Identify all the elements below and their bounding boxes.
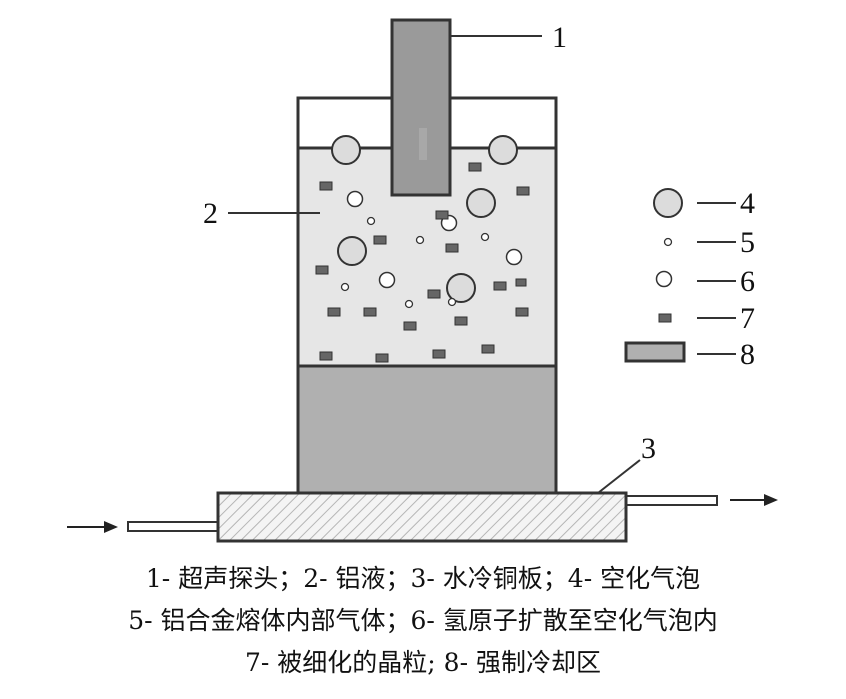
probe-highlight xyxy=(419,128,427,160)
legend-label-7: 7 xyxy=(740,302,755,335)
hydrogen-bubble xyxy=(346,190,364,208)
caption-line-3: 7- 被细化的晶粒; 8- 强制冷却区 xyxy=(245,648,601,677)
gas-bubble xyxy=(404,299,414,309)
ultrasonic-treatment-diagram: 1 2 3 4 5 6 7 8 xyxy=(67,18,778,543)
refined-grain xyxy=(327,307,341,317)
refined-grain xyxy=(375,353,389,363)
legend-cooling-zone-symbol xyxy=(624,341,686,363)
hydrogen-bubble xyxy=(505,248,523,266)
gas-bubble xyxy=(480,232,490,242)
legend-label-5: 5 xyxy=(740,226,755,259)
cavitation-bubble xyxy=(466,188,496,218)
gas-bubble xyxy=(340,282,350,292)
label-3: 3 xyxy=(641,432,656,465)
legend-gas-bubble-symbol xyxy=(663,237,673,247)
cavitation-bubble xyxy=(331,135,361,165)
legend-label-4: 4 xyxy=(740,187,755,220)
label-1: 1 xyxy=(552,21,567,54)
leader-line-3 xyxy=(597,459,641,494)
refined-grain xyxy=(315,265,329,275)
cavitation-bubble xyxy=(337,236,367,266)
legend-label-6: 6 xyxy=(740,265,755,298)
refined-grain xyxy=(468,162,482,172)
hydrogen-bubble xyxy=(378,271,396,289)
legend: 4 5 6 7 8 xyxy=(624,187,755,371)
forced-cooling-zone xyxy=(296,364,558,496)
refined-grain xyxy=(427,289,441,299)
refined-grain xyxy=(432,349,446,359)
ultrasonic-probe xyxy=(390,18,452,197)
refined-grain xyxy=(445,243,459,253)
inlet-pipe xyxy=(127,521,221,532)
refined-grain xyxy=(515,307,529,317)
refined-grain xyxy=(516,186,530,196)
gas-bubble xyxy=(366,216,376,226)
refined-grain xyxy=(319,181,333,191)
water-cooled-copper-plate xyxy=(216,491,628,543)
refined-grain xyxy=(435,210,449,220)
refined-grain xyxy=(481,344,495,354)
cavitation-bubble xyxy=(488,135,518,165)
legend-hydrogen-bubble-symbol xyxy=(655,270,673,288)
inflow-arrow xyxy=(67,521,118,533)
legend-cavitation-bubble-symbol xyxy=(653,188,683,218)
refined-grain xyxy=(454,316,468,326)
label-2: 2 xyxy=(203,197,218,230)
refined-grain xyxy=(515,278,527,287)
caption-line-2: 5- 铝合金熔体内部气体；6- 氢原子扩散至空化气泡内 xyxy=(128,606,718,635)
legend-label-8: 8 xyxy=(740,338,755,371)
refined-grain xyxy=(403,321,417,331)
refined-grain xyxy=(363,307,377,317)
outflow-arrow xyxy=(730,494,778,506)
refined-grains xyxy=(315,162,530,363)
caption-line-1: 1- 超声探头；2- 铝液；3- 水冷铜板；4- 空化气泡 xyxy=(145,564,701,593)
legend-grain-symbol xyxy=(658,313,672,323)
gas-bubble xyxy=(415,235,425,245)
refined-grain xyxy=(319,351,333,361)
refined-grain xyxy=(373,235,387,245)
outlet-pipe xyxy=(623,495,718,506)
gas-bubble xyxy=(447,297,457,307)
cavitation-bubble xyxy=(446,273,476,303)
refined-grain xyxy=(493,281,507,291)
